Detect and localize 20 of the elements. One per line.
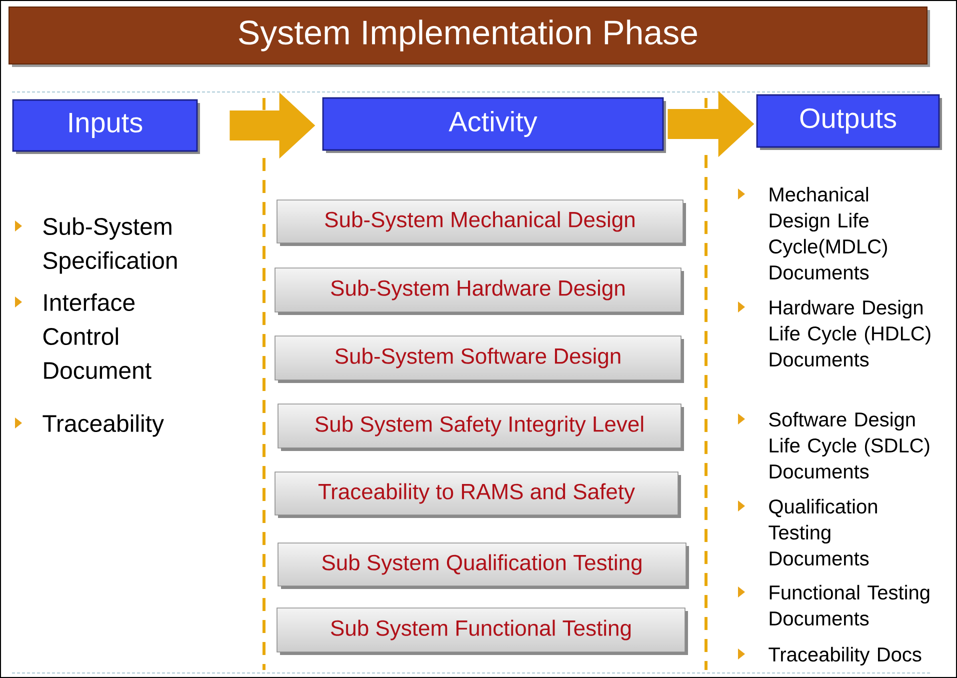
activity-box: Sub System Functional Testing	[276, 608, 688, 655]
header-box: Outputs	[756, 94, 942, 150]
list-item-text: Interface Control Document	[43, 293, 152, 380]
list-item-text: Mechanical Design Life Cycle(MDLC) Documents	[769, 186, 887, 280]
activity-box: Sub-System Mechanical Design	[276, 200, 686, 246]
activity-box: Traceability to RAMS and Safety	[274, 472, 681, 518]
activity-box: Sub-System Hardware Design	[274, 268, 684, 315]
list-item-text: Software Design Life Cycle (SDLC) Documents	[769, 412, 930, 479]
list-item-text: Traceability Docs	[768, 646, 922, 666]
list-item-text: Qualification Testing Documents	[768, 498, 877, 566]
title-banner: System Implementation Phase	[8, 6, 930, 67]
list-item-text: Hardware Design Life Cycle (HDLC) Documents	[770, 300, 930, 367]
list-item-text: Traceability	[42, 414, 164, 437]
list-item-text: Functional Testing Documents	[770, 584, 930, 626]
header-box: Activity	[322, 97, 666, 153]
activity-box: Sub System Safety Integrity Level	[278, 404, 684, 451]
activity-box: Sub-System Software Design	[274, 336, 684, 383]
activity-box: Sub System Qualification Testing	[278, 542, 689, 589]
header-box: Inputs	[12, 99, 200, 154]
list-item-text: Sub-System Specification	[43, 217, 177, 274]
